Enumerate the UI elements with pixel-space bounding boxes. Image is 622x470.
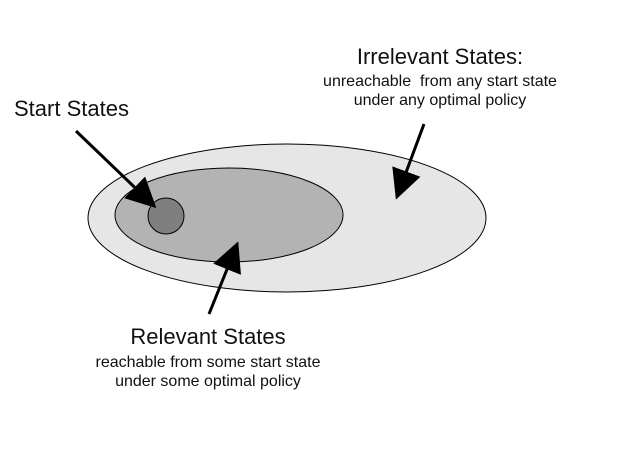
relevant-states-title: Relevant States	[130, 324, 286, 349]
relevant-states-line1: reachable from some start state	[95, 354, 321, 372]
irrelevant-states-title: Irrelevant States:	[356, 44, 524, 69]
start-states-arrow	[74, 129, 157, 209]
irrelevant-states-label: Irrelevant States: unreachable from any …	[280, 44, 600, 110]
irrelevant-states-line1: unreachable from any start state	[323, 73, 557, 91]
start-states-label: Start States	[14, 96, 129, 121]
irrelevant-states-arrow	[392, 123, 426, 200]
relevant-states-arrow	[207, 241, 241, 315]
start-states-title: Start States	[14, 96, 129, 121]
relevant-states-label: Relevant States reachable from some star…	[58, 324, 358, 391]
relevant-states-line2: under some optimal policy	[115, 372, 301, 390]
irrelevant-states-line2: under any optimal policy	[353, 91, 527, 109]
start-states-circle	[147, 197, 185, 235]
